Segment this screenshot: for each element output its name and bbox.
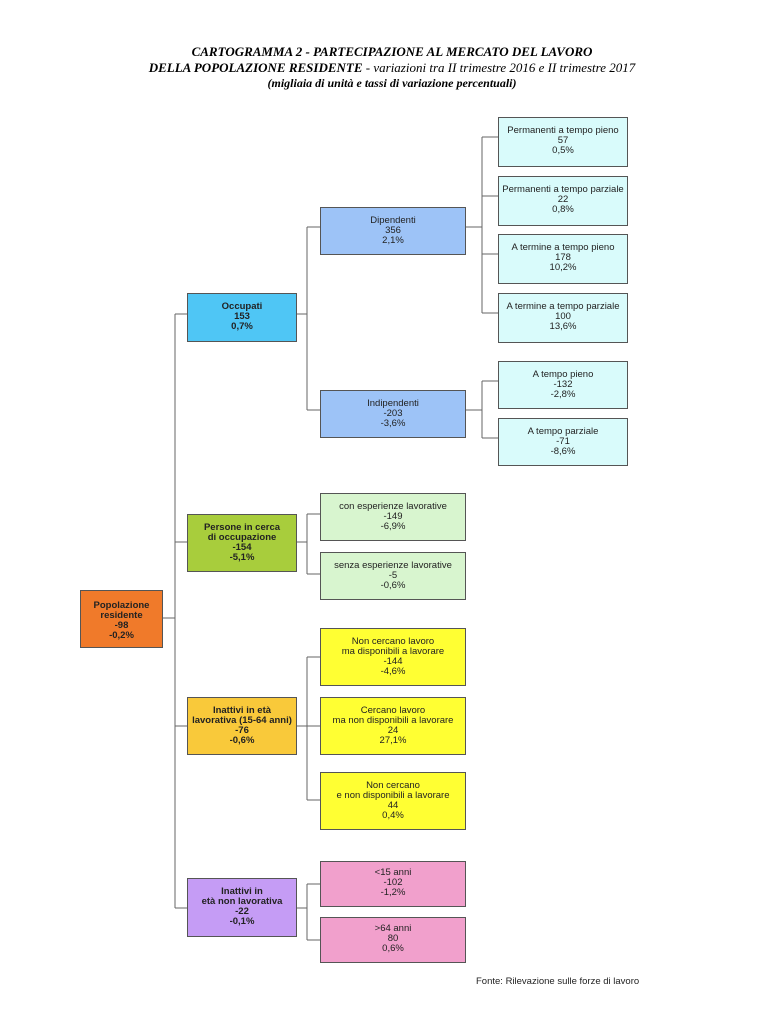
node-rate: 0,4% — [382, 810, 404, 821]
node-indipendenti: Indipendenti -203 -3,6% — [320, 390, 466, 438]
node-value: 80 — [387, 933, 399, 944]
node-over-64: >64 anni 80 0,6% — [320, 917, 466, 963]
node-rate: 0,5% — [552, 145, 574, 156]
node-label: Cercano lavoro — [360, 705, 426, 716]
node-value: -102 — [383, 877, 403, 888]
chart-subtitle: DELLA POPOLAZIONE RESIDENTE - variazioni… — [0, 60, 784, 76]
node-value: 57 — [557, 135, 569, 146]
node-label: Permanenti a tempo pieno — [507, 125, 619, 136]
node-value: 22 — [557, 194, 569, 205]
node-inattivi-eta-lavorativa: Inattivi in età lavorativa (15-64 anni) … — [187, 697, 297, 755]
node-value: 356 — [385, 225, 401, 236]
node-label: età non lavorativa — [201, 896, 283, 907]
node-value: 153 — [234, 311, 250, 322]
node-rate: -0,6% — [380, 580, 406, 591]
node-dipendenti: Dipendenti 356 2,1% — [320, 207, 466, 255]
node-occupati: Occupati 153 0,7% — [187, 293, 297, 342]
source-note: Fonte: Rilevazione sulle forze di lavoro — [476, 976, 640, 987]
node-termine-tempo-pieno: A termine a tempo pieno 178 10,2% — [498, 234, 628, 284]
node-value: -5 — [388, 570, 398, 581]
node-rate: 0,6% — [382, 943, 404, 954]
node-label: lavorativa (15-64 anni) — [192, 715, 292, 726]
node-non-cercano-non-disponibili: Non cercano e non disponibili a lavorare… — [320, 772, 466, 830]
node-rate: 2,1% — [382, 235, 404, 246]
node-label: Indipendenti — [367, 398, 419, 409]
node-value: -132 — [553, 379, 573, 390]
chart-title: CARTOGRAMMA 2 - PARTECIPAZIONE AL MERCAT… — [191, 44, 593, 59]
node-label: ma non disponibili a lavorare — [332, 715, 454, 726]
node-label: >64 anni — [374, 923, 412, 934]
node-rate: -4,6% — [380, 666, 406, 677]
node-rate: 0,8% — [552, 204, 574, 215]
node-value: -154 — [232, 542, 252, 553]
node-senza-esperienze: senza esperienze lavorative -5 -0,6% — [320, 552, 466, 600]
node-rate: -0,6% — [229, 735, 255, 746]
node-label: Occupati — [221, 301, 263, 312]
node-value: -144 — [383, 656, 403, 667]
node-non-cercano-disponibili: Non cercano lavoro ma disponibili a lavo… — [320, 628, 466, 686]
node-value: -71 — [556, 436, 570, 447]
node-rate: -6,9% — [380, 521, 406, 532]
node-label: Inattivi in età — [212, 705, 272, 716]
node-label: A termine a tempo parziale — [506, 301, 620, 312]
node-termine-tempo-parziale: A termine a tempo parziale 100 13,6% — [498, 293, 628, 343]
node-rate: 0,7% — [231, 321, 253, 332]
node-value: -98 — [114, 620, 129, 631]
node-rate: -5,1% — [229, 552, 255, 563]
node-label: Permanenti a tempo parziale — [502, 184, 624, 195]
node-label: Non cercano — [366, 780, 420, 791]
node-label: Persone in cerca — [203, 522, 281, 533]
node-label: e non disponibili a lavorare — [336, 790, 450, 801]
node-label: ma disponibili a lavorare — [341, 646, 445, 657]
node-label: A tempo pieno — [532, 369, 594, 380]
node-inattivi-non-lavorativa: Inattivi in età non lavorativa -22 -0,1% — [187, 878, 297, 937]
node-value: 44 — [387, 800, 399, 811]
node-label: residente — [100, 610, 143, 621]
node-value: -203 — [383, 408, 403, 419]
node-permanenti-tempo-parziale: Permanenti a tempo parziale 22 0,8% — [498, 176, 628, 226]
node-under-15: <15 anni -102 -1,2% — [320, 861, 466, 907]
node-persone-in-cerca: Persone in cerca di occupazione -154 -5,… — [187, 514, 297, 572]
node-label: A termine a tempo pieno — [511, 242, 615, 253]
chart-subtitle-bold: DELLA POPOLAZIONE RESIDENTE — [148, 60, 363, 75]
node-value: 24 — [387, 725, 399, 736]
node-value: -149 — [383, 511, 403, 522]
node-label: senza esperienze lavorative — [334, 560, 452, 571]
chart-units-note: (migliaia di unità e tassi di variazione… — [267, 76, 517, 90]
node-rate: -2,8% — [550, 389, 576, 400]
node-rate: -0,2% — [109, 630, 134, 641]
node-rate: 13,6% — [549, 321, 577, 332]
node-label: di occupazione — [207, 532, 277, 543]
node-cercano-non-disponibili: Cercano lavoro ma non disponibili a lavo… — [320, 697, 466, 755]
node-value: -76 — [235, 725, 249, 736]
node-rate: -1,2% — [380, 887, 406, 898]
node-rate: 27,1% — [379, 735, 407, 746]
node-label: con esperienze lavorative — [339, 501, 447, 512]
node-label: Non cercano lavoro — [351, 636, 435, 647]
node-label: <15 anni — [374, 867, 412, 878]
node-value: 178 — [555, 252, 571, 263]
node-permanenti-tempo-pieno: Permanenti a tempo pieno 57 0,5% — [498, 117, 628, 167]
node-con-esperienze: con esperienze lavorative -149 -6,9% — [320, 493, 466, 541]
node-label: Dipendenti — [370, 215, 416, 226]
node-label: Inattivi in — [221, 886, 263, 897]
node-rate: 10,2% — [549, 262, 577, 273]
node-value: -22 — [235, 906, 249, 917]
node-label: A tempo parziale — [527, 426, 599, 437]
node-rate: -8,6% — [550, 446, 576, 457]
node-label: Popolazione — [93, 600, 150, 611]
node-popolazione-residente: Popolazione residente -98 -0,2% — [80, 590, 163, 648]
node-rate: -0,1% — [229, 916, 255, 927]
node-value: 100 — [555, 311, 571, 322]
node-indipendenti-tempo-parziale: A tempo parziale -71 -8,6% — [498, 418, 628, 466]
node-indipendenti-tempo-pieno: A tempo pieno -132 -2,8% — [498, 361, 628, 409]
node-rate: -3,6% — [380, 418, 406, 429]
chart-subtitle-rest: - variazioni tra II trimestre 2016 e II … — [362, 60, 636, 75]
